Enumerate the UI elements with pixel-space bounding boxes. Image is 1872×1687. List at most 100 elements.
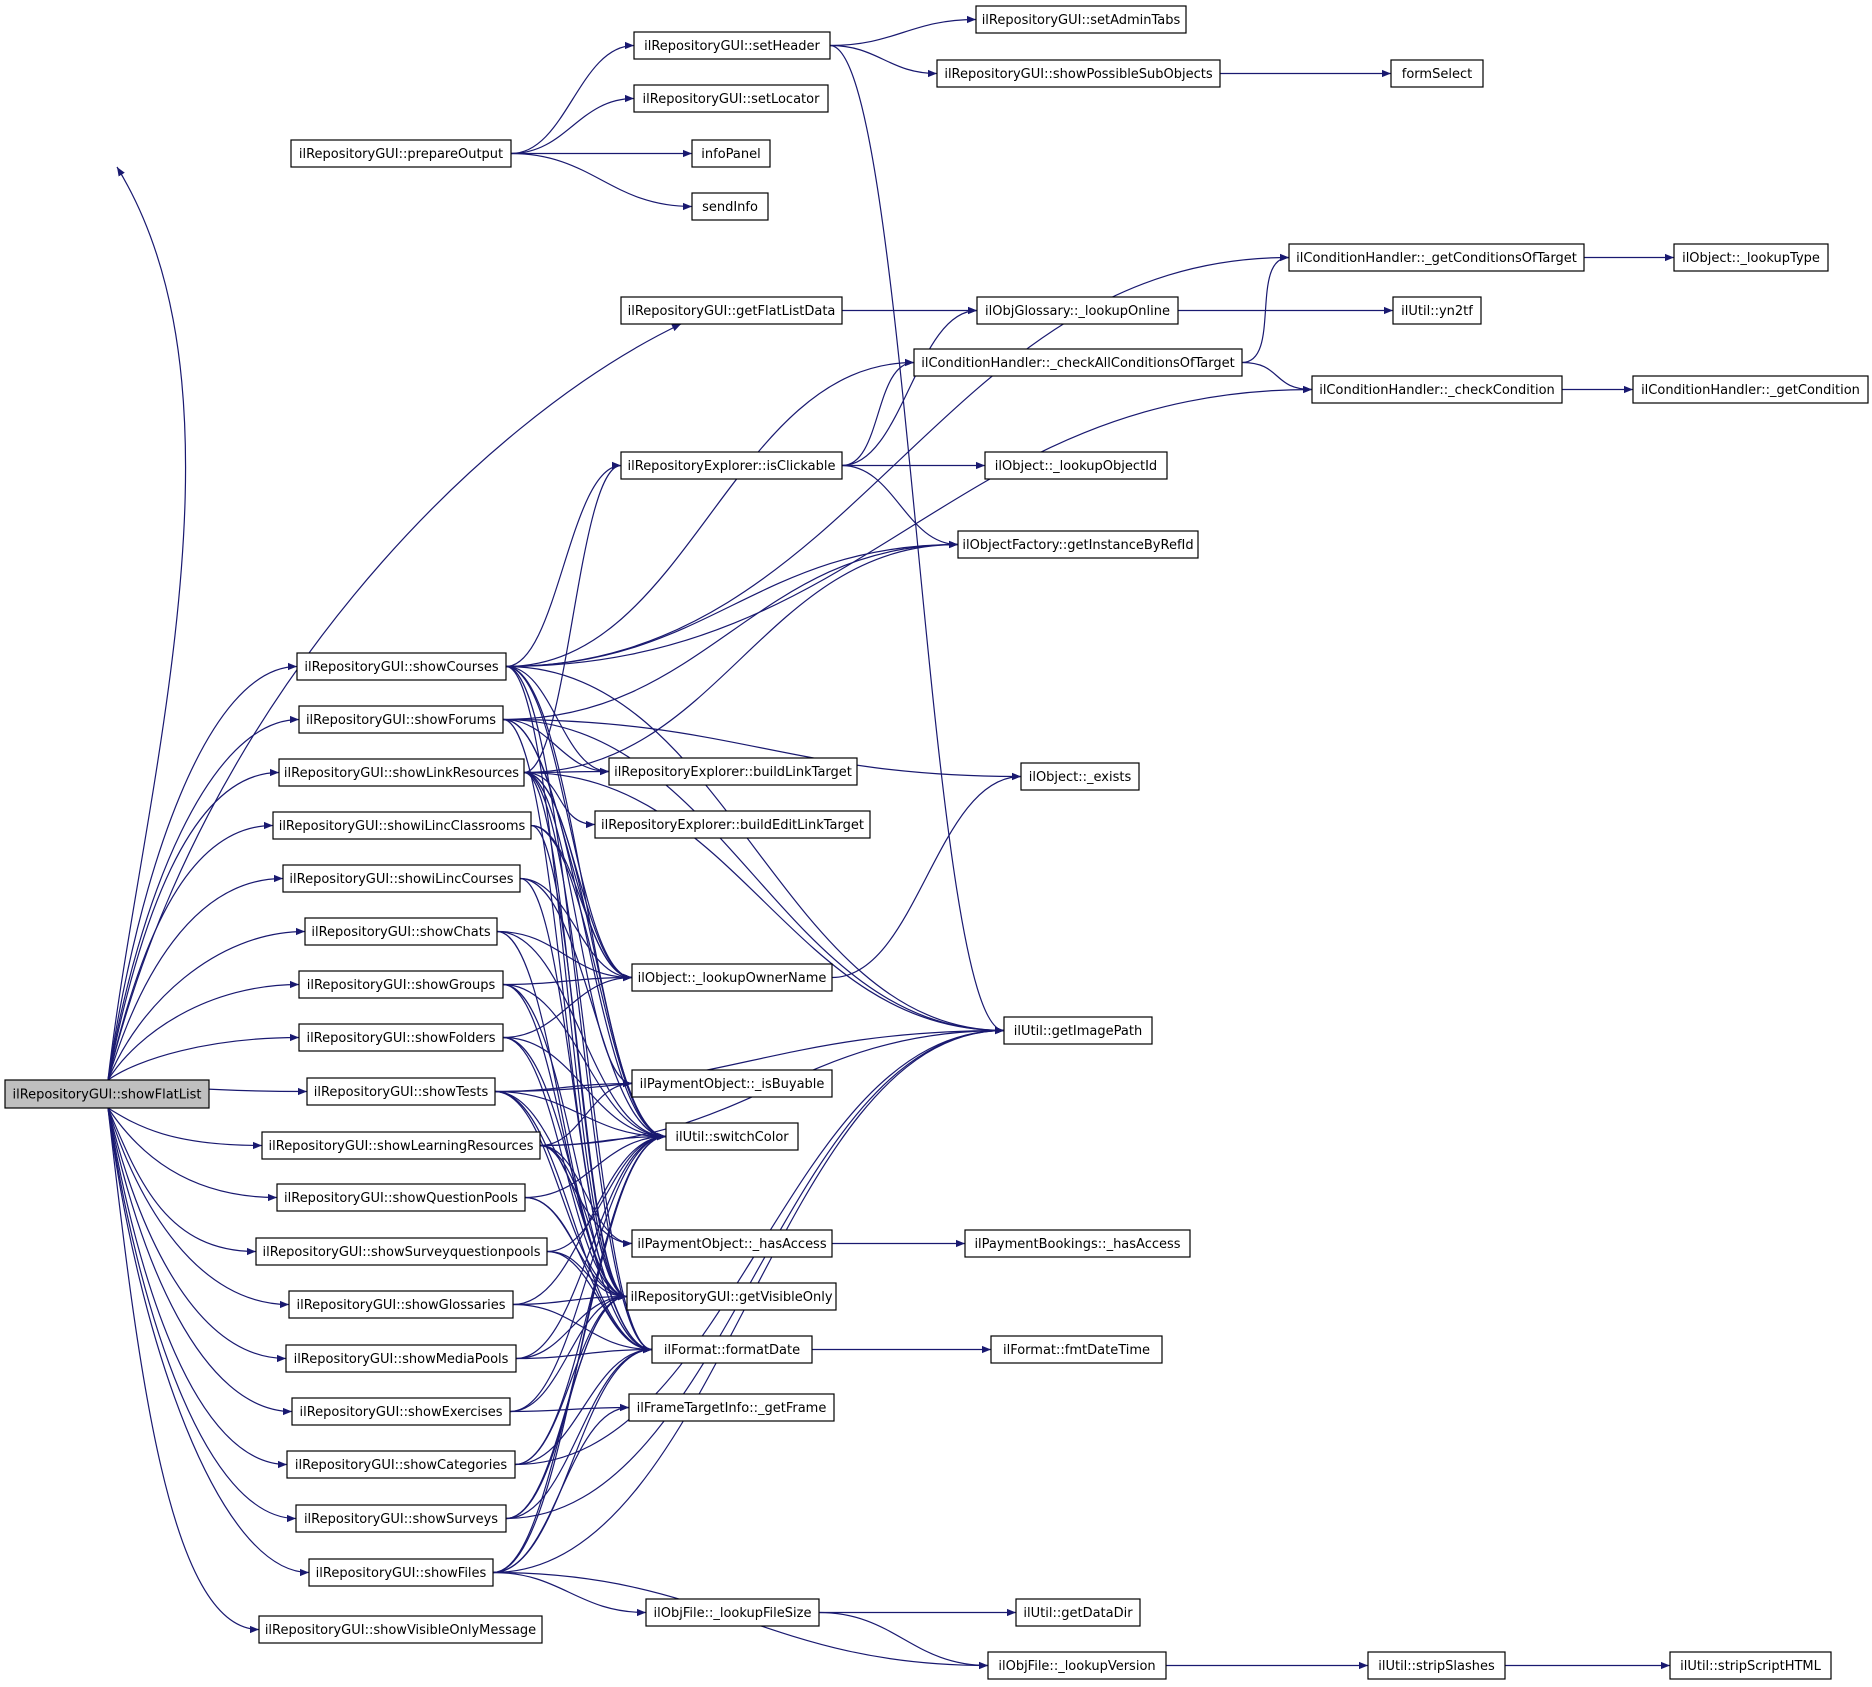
node-box [975, 5, 1187, 34]
edge-show-files-to-lookup-file-size [492, 1571, 647, 1617]
node-label: ilConditionHandler::_checkCondition [1319, 383, 1555, 398]
edge-show-flat-list-to-show-glossaries [107, 1107, 290, 1309]
edge-show-courses-to-lookup-owner-name [505, 665, 633, 982]
node-lookup-owner-name[interactable]: ilObject::_lookupOwnerName [631, 963, 833, 992]
node-show-folders[interactable]: ilRepositoryGUI::showFolders [298, 1023, 504, 1052]
node-show-categories[interactable]: ilRepositoryGUI::showCategories [286, 1450, 516, 1479]
node-box [308, 1558, 494, 1587]
node-yn2tf[interactable]: ilUtil::yn2tf [1392, 296, 1482, 325]
node-show-visible-only-message[interactable]: ilRepositoryGUI::showVisibleOnlyMessage [258, 1615, 543, 1644]
node-get-conditions-of-target[interactable]: ilConditionHandler::_getConditionsOfTarg… [1288, 243, 1585, 272]
node-get-frame[interactable]: ilFrameTargetInfo::_getFrame [628, 1393, 835, 1422]
node-show-surveyquestionpools[interactable]: ilRepositoryGUI::showSurveyquestionpools [255, 1237, 548, 1266]
node-box [1673, 243, 1829, 272]
node-showi-linc-courses[interactable]: ilRepositoryGUI::showiLincCourses [282, 864, 521, 893]
node-box [288, 1290, 514, 1319]
edge-is-clickable-to-lookup-online [841, 306, 978, 467]
node-lookup-online[interactable]: ilObjGlossary::_lookupOnline [976, 296, 1179, 325]
node-label: ilObject::_lookupType [1682, 251, 1820, 266]
node-get-data-dir[interactable]: ilUtil::getDataDir [1015, 1598, 1141, 1627]
node-label: ilRepositoryGUI::showForums [306, 713, 496, 728]
edge-show-courses-to-format-date [505, 665, 653, 1354]
node-show-chats[interactable]: ilRepositoryGUI::showChats [304, 917, 498, 946]
node-show-surveys[interactable]: ilRepositoryGUI::showSurveys [295, 1504, 507, 1533]
node-label: ilFormat::formatDate [664, 1343, 800, 1358]
edge-show-flat-list-to-show-chats [107, 927, 306, 1081]
node-lookup-file-size[interactable]: ilObjFile::_lookupFileSize [645, 1598, 820, 1627]
node-lookup-object-id[interactable]: ilObject::_lookupObjectId [984, 451, 1168, 480]
node-send-info[interactable]: sendInfo [691, 192, 769, 221]
edge-show-flat-list-to-show-question-pools [107, 1107, 278, 1202]
node-switch-color[interactable]: ilUtil::switchColor [665, 1122, 799, 1151]
node-label: ilRepositoryGUI::showFiles [316, 1566, 487, 1581]
node-pb-has-access[interactable]: ilPaymentBookings::_hasAccess [964, 1229, 1191, 1258]
edge-showi-linc-classrooms-to-lookup-owner-name [530, 824, 633, 982]
node-lookup-type[interactable]: ilObject::_lookupType [1673, 243, 1829, 272]
node-get-instance-by-ref-id[interactable]: ilObjectFactory::getInstanceByRefId [957, 530, 1199, 559]
node-show-possible-sub-objects[interactable]: ilRepositoryGUI::showPossibleSubObjects [936, 59, 1221, 88]
node-show-forums[interactable]: ilRepositoryGUI::showForums [298, 705, 504, 734]
node-set-locator[interactable]: ilRepositoryGUI::setLocator [633, 84, 829, 113]
edge-show-flat-list-to-show-surveyquestionpools [107, 1107, 257, 1256]
node-label: ilRepositoryGUI::prepareOutput [299, 147, 503, 162]
node-show-files[interactable]: ilRepositoryGUI::showFiles [308, 1558, 494, 1587]
node-lookup-version[interactable]: ilObjFile::_lookupVersion [987, 1651, 1167, 1680]
edge-showi-linc-courses-to-switch-color [519, 877, 667, 1141]
node-get-flat-list-data[interactable]: ilRepositoryGUI::getFlatListData [620, 296, 843, 325]
node-box [631, 963, 833, 992]
edge-show-flat-list-to-show-exercises [107, 1107, 293, 1416]
node-show-link-resources[interactable]: ilRepositoryGUI::showLinkResources [278, 758, 525, 787]
node-label: formSelect [1402, 67, 1472, 82]
node-show-media-pools[interactable]: ilRepositoryGUI::showMediaPools [285, 1344, 517, 1373]
node-show-question-pools[interactable]: ilRepositoryGUI::showQuestionPools [276, 1183, 526, 1212]
node-show-flat-list[interactable]: ilRepositoryGUI::showFlatList [4, 1079, 210, 1109]
node-fmt-date-time[interactable]: ilFormat::fmtDateTime [990, 1335, 1163, 1364]
node-show-groups[interactable]: ilRepositoryGUI::showGroups [298, 970, 504, 999]
edge-show-chats-to-lookup-owner-name [496, 930, 633, 982]
node-is-clickable[interactable]: ilRepositoryExplorer::isClickable [620, 451, 843, 480]
node-label: ilUtil::getDataDir [1023, 1606, 1133, 1621]
node-box [296, 652, 507, 681]
edge-lookup-file-size-to-lookup-version [818, 1611, 989, 1670]
node-get-visible-only[interactable]: ilRepositoryGUI::getVisibleOnly [626, 1282, 837, 1311]
node-label: ilRepositoryGUI::showiLincCourses [289, 872, 513, 887]
node-set-admin-tabs[interactable]: ilRepositoryGUI::setAdminTabs [975, 5, 1187, 34]
node-has-access[interactable]: ilPaymentObject::_hasAccess [631, 1229, 833, 1258]
node-check-condition[interactable]: ilConditionHandler::_checkCondition [1311, 375, 1563, 404]
node-showi-linc-classrooms[interactable]: ilRepositoryGUI::showiLincClassrooms [272, 811, 532, 840]
node-set-header[interactable]: ilRepositoryGUI::setHeader [633, 31, 831, 60]
node-show-learning-resources[interactable]: ilRepositoryGUI::showLearningResources [261, 1131, 541, 1160]
node-label: ilObjGlossary::_lookupOnline [985, 304, 1170, 319]
node-is-buyable[interactable]: ilPaymentObject::_isBuyable [631, 1069, 833, 1098]
node-build-link-target[interactable]: ilRepositoryExplorer::buildLinkTarget [608, 757, 858, 786]
node-label: ilRepositoryGUI::showFlatList [12, 1088, 201, 1103]
node-show-tests[interactable]: ilRepositoryGUI::showTests [306, 1077, 496, 1106]
edge-show-exercises-to-switch-color [509, 1132, 667, 1413]
edge-show-forums-to-get-image-path [502, 718, 1005, 1035]
node-show-glossaries[interactable]: ilRepositoryGUI::showGlossaries [288, 1290, 514, 1319]
edge-show-media-pools-to-switch-color [515, 1132, 667, 1360]
edge-show-tests-to-format-date [494, 1090, 653, 1354]
node-box [1392, 296, 1482, 325]
node-box [1390, 59, 1484, 88]
node-strip-slashes[interactable]: ilUtil::stripSlashes [1367, 1651, 1506, 1680]
node-form-select[interactable]: formSelect [1390, 59, 1484, 88]
node-get-image-path[interactable]: ilUtil::getImagePath [1003, 1016, 1153, 1045]
node-show-courses[interactable]: ilRepositoryGUI::showCourses [296, 652, 507, 681]
node-exists[interactable]: ilObject::_exists [1020, 762, 1140, 791]
node-info-panel[interactable]: infoPanel [691, 139, 771, 168]
node-get-condition[interactable]: ilConditionHandler::_getCondition [1632, 375, 1869, 404]
node-show-exercises[interactable]: ilRepositoryGUI::showExercises [291, 1397, 511, 1426]
node-box [298, 1023, 504, 1052]
node-format-date[interactable]: ilFormat::formatDate [651, 1335, 813, 1364]
node-box [608, 757, 858, 786]
node-check-all-conditions-of-target[interactable]: ilConditionHandler::_checkAllConditionsO… [913, 348, 1243, 377]
node-prepare-output[interactable]: ilRepositoryGUI::prepareOutput [290, 139, 512, 168]
edge-show-forums-to-exists [502, 718, 1022, 781]
edge-show-courses-to-get-image-path [505, 665, 1005, 1035]
node-box [665, 1122, 799, 1151]
node-box [272, 811, 532, 840]
node-box [1015, 1598, 1141, 1627]
node-build-edit-link-target[interactable]: ilRepositoryExplorer::buildEditLinkTarge… [594, 810, 871, 839]
node-strip-script-html[interactable]: ilUtil::stripScriptHTML [1669, 1651, 1832, 1680]
